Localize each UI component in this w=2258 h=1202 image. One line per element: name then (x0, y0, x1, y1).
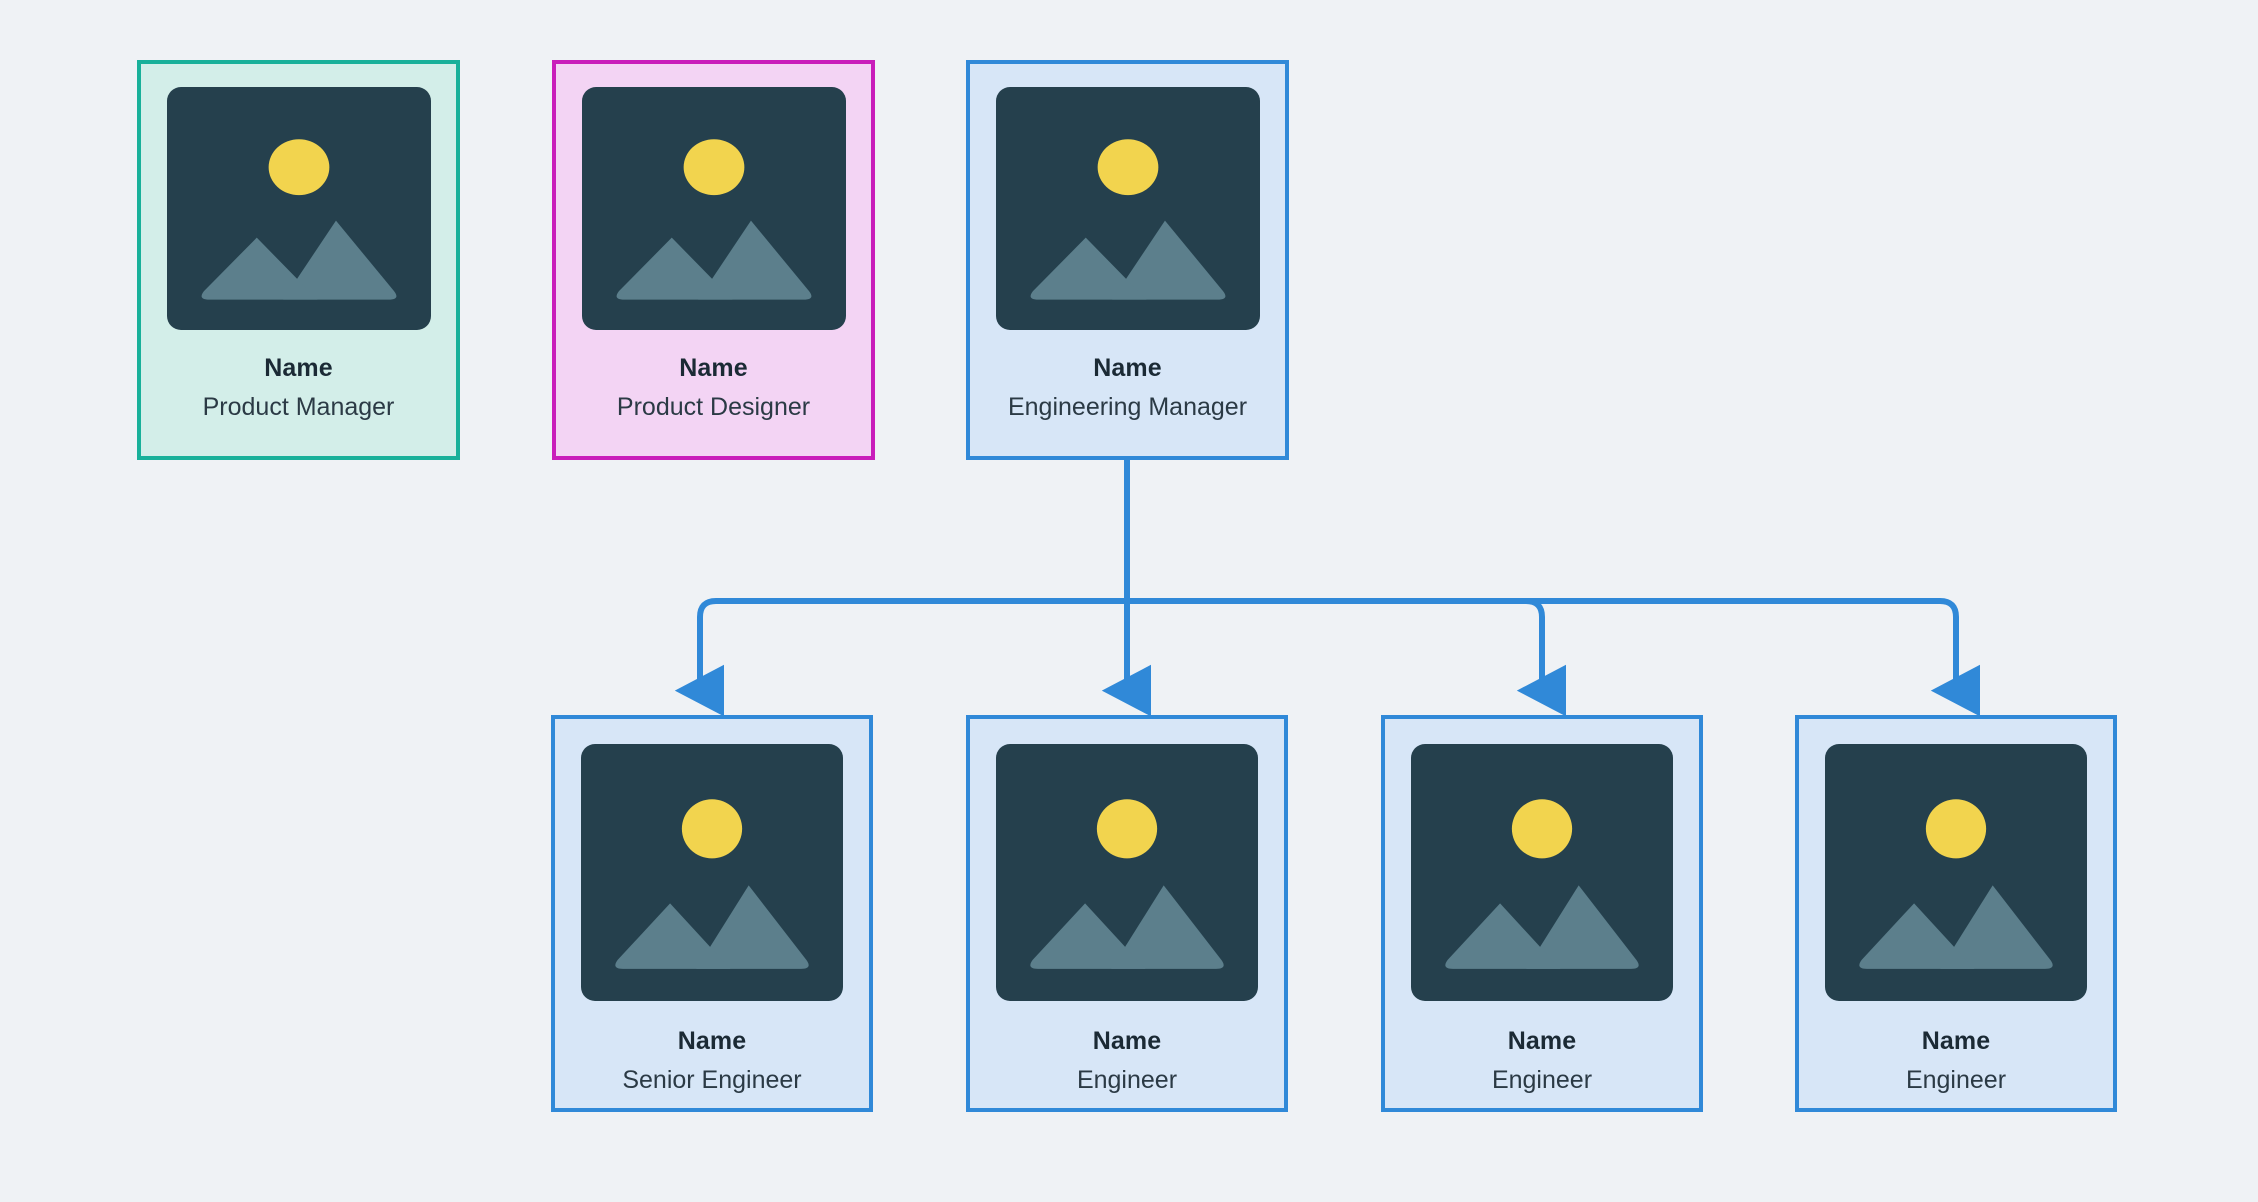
mountain-icon (201, 237, 317, 300)
person-name: Name (264, 354, 333, 382)
mountain-icon (616, 237, 732, 300)
person-name: Name (677, 1027, 747, 1055)
sun-icon (681, 799, 743, 859)
sun-icon (683, 139, 744, 196)
person-name: Name (1921, 1027, 1991, 1055)
mountain-icon (1030, 903, 1146, 969)
sun-icon (1511, 799, 1573, 859)
mountain-icon (1859, 903, 1975, 969)
mountain-icon (697, 220, 811, 300)
mountain-icon (1111, 885, 1224, 969)
mountain-icon (1030, 237, 1146, 300)
sun-icon (1096, 799, 1158, 859)
person-role: Senior Engineer (622, 1065, 802, 1094)
person-name: Name (1507, 1027, 1577, 1055)
mountain-icon (696, 885, 809, 969)
sun-icon (1925, 799, 1987, 859)
image-placeholder-icon (1825, 744, 2087, 1001)
image-placeholder-icon (995, 87, 1260, 330)
sun-icon (1097, 139, 1158, 196)
mountain-icon (1526, 885, 1639, 969)
image-placeholder-icon (581, 744, 843, 1001)
person-name: Name (679, 354, 748, 382)
mountain-icon (1940, 885, 2053, 969)
person-role: Engineer (1076, 1065, 1178, 1094)
image-placeholder-icon (166, 87, 431, 330)
person-name: Name (1093, 354, 1162, 382)
image-placeholder-icon (581, 87, 846, 330)
mountain-icon (1111, 220, 1225, 300)
connector-to-senior-engineer (674, 598, 1127, 717)
connector-to-engineer-2 (1127, 598, 1567, 717)
person-name: Name (1092, 1027, 1162, 1055)
mountain-icon (615, 903, 731, 969)
person-role: Product Designer (616, 392, 811, 421)
connector-to-engineer-3 (1127, 598, 1981, 717)
image-placeholder-icon (1411, 744, 1673, 1001)
mountain-icon (282, 220, 396, 300)
person-role: Engineer (1905, 1065, 2007, 1094)
mountain-icon (1445, 903, 1561, 969)
person-role: Product Manager (202, 392, 395, 421)
sun-icon (268, 139, 329, 196)
person-role: Engineering Manager (1007, 392, 1248, 421)
person-role: Engineer (1491, 1065, 1593, 1094)
image-placeholder-icon (996, 744, 1258, 1001)
